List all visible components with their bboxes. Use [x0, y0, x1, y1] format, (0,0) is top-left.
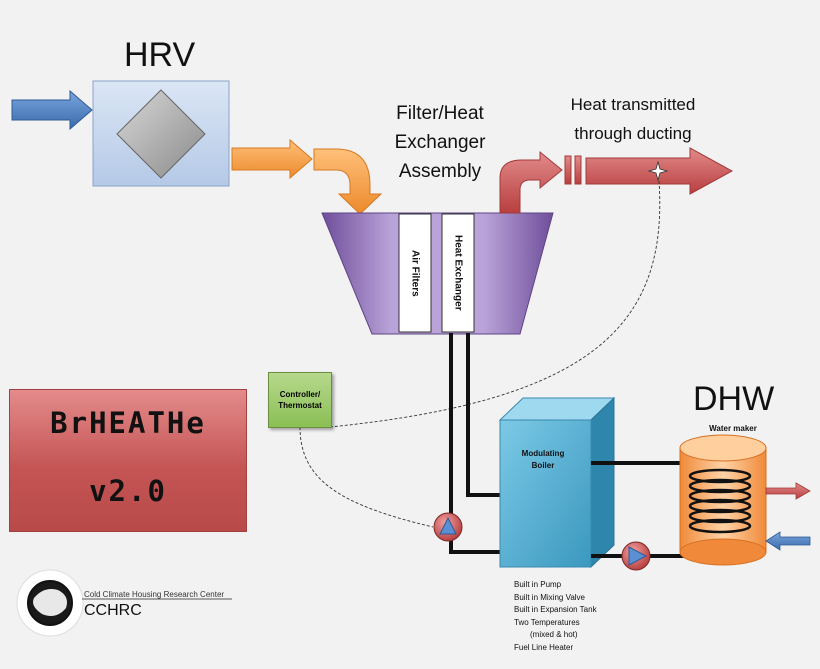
cold-water-inlet-arrow: [765, 531, 811, 551]
feature-item: Fuel Line Heater: [514, 642, 574, 652]
tank-top: [679, 434, 767, 462]
duct-segment: [564, 155, 572, 185]
tank-bottom: [679, 538, 767, 566]
heat-coil-icon: [688, 468, 752, 534]
assembly-inlet-arrow: [313, 148, 383, 215]
hrv-core-icon: [116, 89, 206, 179]
organization-name: Cold Climate Housing Research Center: [84, 590, 225, 599]
organization-abbreviation: CCHRC: [84, 602, 142, 619]
feature-item: (mixed & hot): [530, 630, 578, 639]
filter-assembly-title: Filter/Heat Exchanger Assembly: [394, 103, 486, 182]
pump-control-line: [299, 426, 434, 528]
brand-name: BrHEATHe: [50, 406, 206, 440]
boiler-circulation-pump: [433, 512, 463, 542]
hrv-outlet-arrow: [231, 138, 313, 180]
temperature-sensor-icon: [647, 160, 669, 182]
boiler-side: [590, 396, 615, 569]
boiler-feature-list: Built in Pump Built in Mixing Valve Buil…: [514, 579, 597, 654]
dhw-circulation-pump: [621, 541, 651, 571]
air-filters-label: Air Filters: [409, 249, 421, 297]
modulating-boiler: [499, 419, 592, 568]
supply-pipe: [466, 333, 500, 497]
ducting-title: Heat transmitted through ducting: [570, 95, 696, 143]
filter-heat-exchanger-assembly: [321, 212, 554, 335]
brand-version: v2.0: [89, 474, 167, 508]
feature-item: Built in Expansion Tank: [514, 605, 597, 614]
feature-item: Built in Mixing Valve: [514, 592, 585, 602]
hot-water-outlet-arrow: [765, 482, 811, 500]
feature-item: Two Temperatures: [514, 617, 580, 627]
controller-thermostat: Controller/ Thermostat: [268, 372, 332, 428]
boiler-label: Modulating Boiler: [521, 449, 565, 470]
assembly-outlet-duct: [499, 150, 563, 214]
heat-exchanger-label: Heat Exchanger: [452, 235, 464, 311]
cchrc-logo: [16, 569, 232, 637]
duct-segment: [574, 155, 582, 185]
air-filters-panel: [398, 213, 432, 333]
feature-item: Built in Pump: [514, 580, 562, 589]
brand-box: BrHEATHe v2.0: [9, 389, 247, 532]
heat-exchanger-panel: [441, 213, 475, 333]
return-pipe: [449, 333, 500, 554]
dhw-title: DHW: [693, 380, 775, 418]
hrv-title: HRV: [124, 36, 196, 74]
sensor-control-line: [329, 180, 661, 428]
inlet-arrow: [11, 89, 93, 131]
water-maker-label: Water maker: [709, 424, 757, 433]
